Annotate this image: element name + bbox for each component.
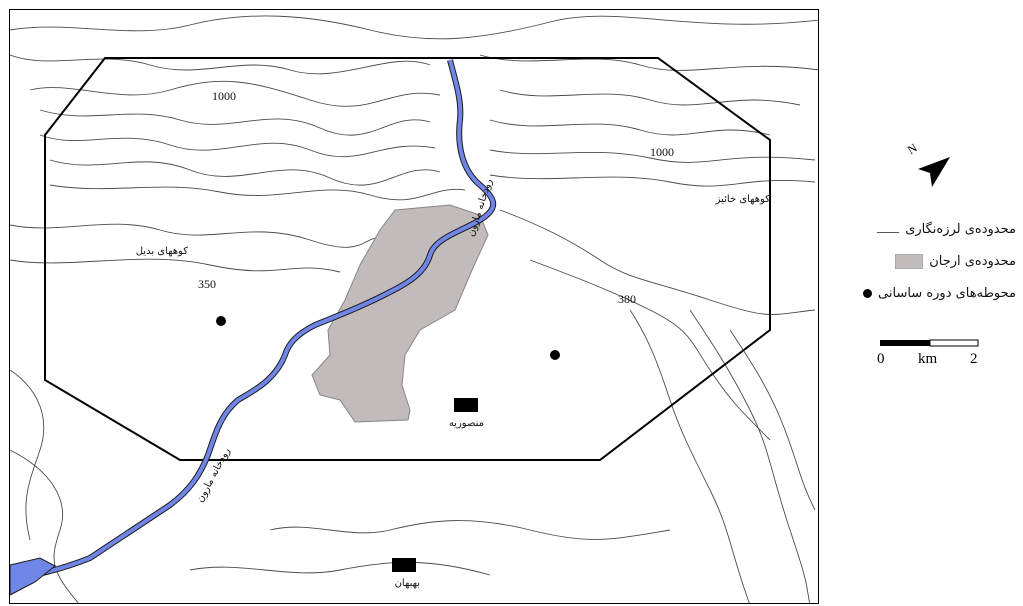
map-canvas: 1000 1000 350 380 رودخانه مارون رودخانه … — [10, 15, 818, 603]
label-town-behbahan: بهبهان — [395, 578, 420, 589]
contour-line — [10, 223, 391, 248]
label-mountains-badil: کوههای بدیل — [136, 246, 188, 257]
label-town-mansourieh: منصوریه — [449, 418, 484, 429]
contour-line — [489, 119, 771, 136]
contour-line — [489, 174, 816, 187]
river — [10, 59, 496, 582]
contour-line — [10, 449, 79, 603]
contour-line — [269, 520, 671, 540]
contour-line — [10, 369, 45, 541]
legend-item-arjan: محدوده‌ی ارجان — [895, 254, 1016, 269]
scale-bar-start: 0 — [877, 351, 885, 367]
arjan-area — [311, 204, 489, 423]
scale-bar: 0 km 2 — [877, 339, 979, 367]
contour-line — [729, 329, 816, 511]
contour-line — [189, 561, 491, 576]
contour-line — [10, 54, 431, 75]
scale-bar-black-segment — [880, 340, 930, 346]
legend-label: محدوده‌ی لرزه‌نگاری — [905, 222, 1016, 237]
legend-item-sasanian-sites: محوطه‌های دوره ساسانی — [863, 286, 1016, 301]
scale-bar-end: 2 — [970, 351, 978, 367]
legend-label: محوطه‌های دوره ساسانی — [878, 286, 1016, 301]
contour-line — [479, 54, 818, 71]
contour-line — [49, 159, 441, 186]
sasanian-site-dot-icon — [863, 289, 873, 298]
arjan-area-swatch-icon — [895, 254, 924, 269]
contour-line — [39, 109, 431, 136]
town-behbahan-marker — [392, 558, 416, 572]
north-arrow-icon — [918, 157, 950, 187]
contour-line — [499, 89, 801, 106]
contour-line — [49, 184, 466, 201]
label-mountains-khaeiz: کوههای خائیز — [715, 194, 771, 205]
contour-label-380: 380 — [618, 292, 636, 306]
contour-line — [39, 134, 436, 158]
study-area-line-icon — [877, 232, 900, 233]
scale-bar-white-segment — [929, 339, 979, 347]
town-mansourieh-marker — [454, 398, 478, 412]
contour-line — [689, 309, 811, 603]
contour-line — [10, 15, 818, 40]
legend: محدوده‌ی لرزه‌نگاری محدوده‌ی ارجان محوطه… — [822, 130, 1022, 390]
map-frame: 1000 1000 350 380 رودخانه مارون رودخانه … — [9, 9, 819, 604]
north-arrow: N — [905, 140, 950, 187]
contour-line — [499, 209, 816, 315]
legend-label: محدوده‌ی ارجان — [929, 254, 1016, 269]
legend-item-study-area: محدوده‌ی لرزه‌نگاری — [877, 222, 1016, 237]
contour-line — [29, 80, 441, 107]
contour-line — [529, 259, 771, 441]
sasanian-site — [216, 316, 226, 326]
contour-line — [629, 309, 750, 603]
study-area-polygon — [44, 57, 771, 461]
contour-label-350: 350 — [198, 277, 216, 291]
contour-lines — [10, 15, 818, 603]
contour-label-1000-east: 1000 — [650, 145, 674, 159]
scale-bar-unit: km — [918, 351, 938, 367]
river-mouth — [10, 557, 56, 596]
sasanian-site — [550, 350, 560, 360]
contour-label-1000-west: 1000 — [212, 89, 236, 103]
contour-line — [489, 149, 816, 163]
contour-line — [10, 258, 341, 273]
